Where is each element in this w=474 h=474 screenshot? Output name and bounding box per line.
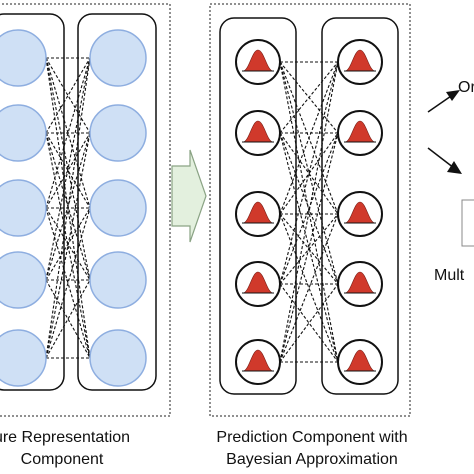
gaussian-bell-icon xyxy=(344,120,376,143)
gaussian-bell-icon xyxy=(344,349,376,372)
prediction-caption-line1: Prediction Component with xyxy=(216,429,407,446)
left-layer-column-2 xyxy=(77,13,157,391)
diagonal-arrow-down-icon xyxy=(447,161,462,174)
blue-circle-node-icon xyxy=(0,104,47,162)
connection-edge xyxy=(45,57,91,209)
prediction-layer-column-2 xyxy=(321,17,399,395)
outer-dotted-frame xyxy=(0,3,171,417)
connection-edge xyxy=(45,132,91,281)
gaussian-bell-icon xyxy=(242,49,274,72)
connection-edge xyxy=(279,132,339,363)
blue-circle-node-icon xyxy=(0,329,47,387)
connection-edge xyxy=(279,61,339,134)
connection-edge xyxy=(279,61,339,363)
blue-circle-node-icon xyxy=(0,29,47,87)
connection-edge xyxy=(279,213,339,363)
gaussian-bell-icon xyxy=(344,49,376,72)
connection-edge xyxy=(45,57,91,281)
connection-edge xyxy=(279,132,339,215)
gaussian-bell-node xyxy=(235,191,281,237)
diagonal-arrow-up-icon xyxy=(446,90,460,101)
bottom-output-label: Mult xyxy=(434,267,465,284)
blue-circle-node-icon xyxy=(89,104,147,162)
prediction-connections xyxy=(279,61,339,363)
gaussian-bell-icon xyxy=(242,201,274,224)
prediction-caption-line2: Bayesian Approximation xyxy=(226,451,398,468)
connection-edge xyxy=(279,283,339,363)
connection-edge xyxy=(279,213,339,363)
gaussian-bell-node xyxy=(235,339,281,385)
right-partial: Or Mult xyxy=(427,79,474,284)
prediction-layer-column-1 xyxy=(219,17,297,395)
gaussian-bell-icon xyxy=(242,349,274,372)
connection-edge xyxy=(45,132,91,209)
block-arrow-right-icon xyxy=(171,149,207,243)
connection-edge xyxy=(279,132,339,215)
connection-edge xyxy=(45,207,91,359)
connection-edge xyxy=(45,207,91,359)
connection-edge xyxy=(45,132,91,359)
connection-edge xyxy=(279,132,339,363)
connection-edge xyxy=(45,57,91,359)
connection-edge xyxy=(279,61,339,285)
connection-edge xyxy=(45,132,91,359)
prediction-nodes xyxy=(235,39,383,385)
gaussian-bell-node xyxy=(337,39,383,85)
gaussian-bell-node xyxy=(337,261,383,307)
branch-line-bottom xyxy=(427,147,455,169)
connection-edge xyxy=(45,57,91,209)
connection-edge xyxy=(45,57,91,134)
gaussian-bell-icon xyxy=(344,201,376,224)
gaussian-bell-node xyxy=(235,110,281,156)
connection-edge xyxy=(279,283,339,363)
left-layer-column-1 xyxy=(0,13,65,391)
blue-circle-node-icon xyxy=(0,251,47,309)
gaussian-bell-icon xyxy=(242,271,274,294)
blue-circle-node-icon xyxy=(89,251,147,309)
feature-representation-panel xyxy=(0,3,171,417)
blue-circle-node-icon xyxy=(89,29,147,87)
blue-circle-node-icon xyxy=(0,179,47,237)
connection-edge xyxy=(45,57,91,281)
top-output-label: Or xyxy=(458,79,474,96)
connection-edge xyxy=(279,132,339,285)
gaussian-bell-node xyxy=(235,261,281,307)
feature-caption-line1: ure Representation xyxy=(0,429,130,446)
gaussian-bell-node xyxy=(235,39,281,85)
outer-dotted-frame xyxy=(209,3,411,417)
gaussian-bell-node xyxy=(337,110,383,156)
gaussian-bell-icon xyxy=(344,271,376,294)
connection-edge xyxy=(279,61,339,215)
connection-edge xyxy=(45,132,91,209)
gaussian-bell-icon xyxy=(242,120,274,143)
connection-edge xyxy=(279,61,339,285)
prediction-component-panel xyxy=(209,3,411,417)
connection-edge xyxy=(45,57,91,134)
left-nodes xyxy=(0,29,147,387)
output-box xyxy=(461,199,474,247)
left-connections xyxy=(45,57,91,359)
blue-circle-node-icon xyxy=(89,179,147,237)
gaussian-bell-node xyxy=(337,339,383,385)
blue-circle-node-icon xyxy=(89,329,147,387)
gaussian-bell-node xyxy=(337,191,383,237)
feature-caption-line2: Component xyxy=(21,451,104,468)
